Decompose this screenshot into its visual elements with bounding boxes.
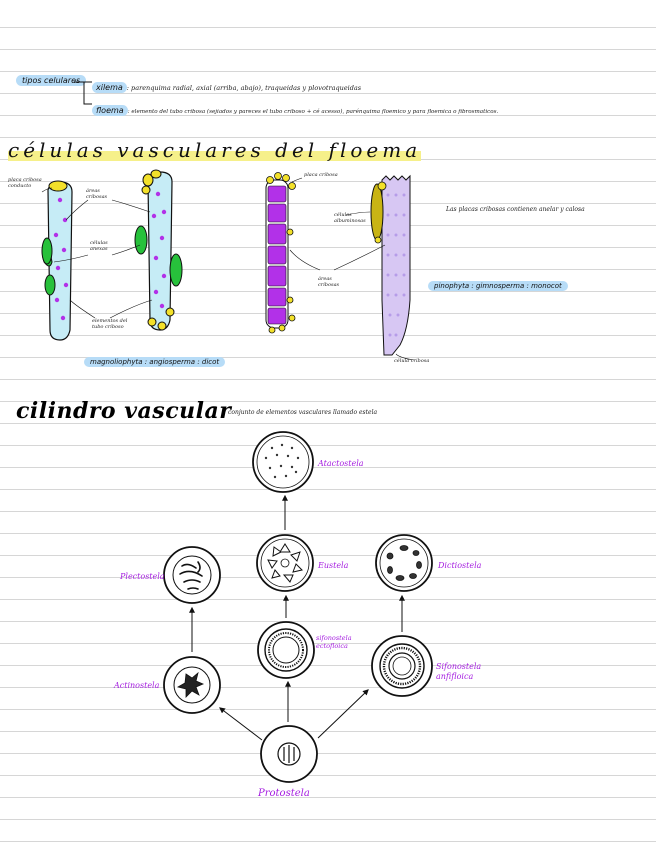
pinophyta-badge: pinophyta : gimnosperma : monocot <box>428 281 568 291</box>
note-placas-cribosas: Las placas cribosas contienen anelar y c… <box>446 206 585 213</box>
label-celula-cribosa: célula cribosa <box>394 358 430 364</box>
label-placa-cribosa: placa cribosa conducto <box>8 177 42 189</box>
label-eustela: Eustela <box>318 561 349 570</box>
label-actinostela: Actinostela <box>114 681 160 690</box>
xilema-line: xilema: parenquima radial, axial (arriba… <box>92 75 361 94</box>
label-plectostela: Plectostela <box>120 572 165 581</box>
dictiostela-diagram <box>375 534 433 592</box>
plectostela-diagram <box>163 546 221 604</box>
label-protostela: Protostela <box>258 788 310 799</box>
magnoliophyta-badge: magnoliophyta : angiosperma : dicot <box>84 357 226 367</box>
xilema-key: xilema <box>92 82 127 93</box>
label-placa-cribosa-right: placa cribosa <box>304 172 338 178</box>
cilindro-section-title: cilindro vascular <box>16 398 232 424</box>
label-celulas-albuminosas: células albuminosas <box>334 212 366 224</box>
label-areas-cribosas-left: áreas cribosas <box>86 188 108 200</box>
floema-section-title: células vasculares del floema <box>8 138 422 162</box>
label-atactostela: Atactostela <box>318 459 364 468</box>
xilema-text: : parenquima radial, axial (arriba, abaj… <box>126 84 362 92</box>
sifonostela-anfifloica-diagram <box>371 635 433 697</box>
label-areas-cribosas-right: áreas cribosas <box>318 276 340 288</box>
floema-key: floema <box>92 105 128 116</box>
sifonostela-ectofloica-diagram <box>257 621 315 679</box>
atactostela-diagram <box>252 431 314 493</box>
protostela-diagram <box>260 725 318 783</box>
eustela-diagram <box>256 534 314 592</box>
cilindro-subtitle: conjunto de elementos vasculares llamado… <box>228 409 378 416</box>
label-dictiostela: Dictiostela <box>438 561 482 570</box>
label-sifonostela-anfifloica: Sifonostela anfifloica <box>436 662 482 681</box>
floema-text: : elemento del tubo cribosa (sejiados y … <box>127 109 499 115</box>
tipos-celulares-badge: tipos celulares <box>16 75 87 86</box>
label-celulas-anexas: células anexas <box>90 240 108 252</box>
label-sifonostela-ectofloica: sifonostela ectofloica <box>316 634 352 650</box>
floema-line: floema: elemento del tubo cribosa (sejia… <box>92 98 498 117</box>
label-elementos-tubo: elementos del tubo criboso <box>92 318 128 330</box>
actinostela-diagram <box>163 656 221 714</box>
